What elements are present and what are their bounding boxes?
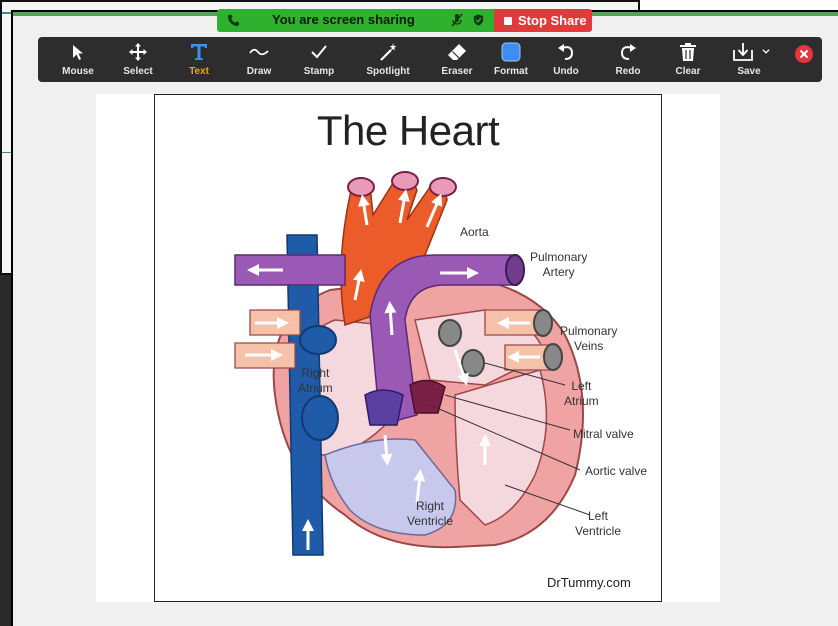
phone-icon: [227, 14, 240, 27]
tool-label: Mouse: [48, 66, 108, 77]
tool-label: Select: [108, 66, 168, 77]
move-arrows-icon: [128, 42, 148, 62]
mute-mic-icon[interactable]: [450, 13, 464, 27]
color-square-icon: [501, 42, 521, 62]
heart-diagram: The Heart: [154, 94, 662, 602]
label-pulmonary-artery: Pulmonary Artery: [530, 250, 587, 280]
tool-eraser[interactable]: Eraser: [427, 37, 487, 82]
undo-icon: [556, 42, 576, 62]
tool-label: Spotlight: [358, 66, 418, 77]
stop-square-icon: [504, 17, 512, 25]
tool-select[interactable]: Select: [108, 37, 168, 82]
label-mitral-valve: Mitral valve: [573, 427, 634, 442]
label-aortic-valve: Aortic valve: [585, 464, 647, 479]
tool-label: Save: [719, 66, 779, 77]
tool-save[interactable]: Save: [719, 37, 779, 82]
tool-clear[interactable]: Clear: [658, 37, 718, 82]
label-right-ventricle: Right Ventricle: [407, 499, 453, 529]
checkmark-icon: [309, 42, 329, 62]
tool-format[interactable]: Format: [481, 37, 541, 82]
tool-label: Clear: [658, 66, 718, 77]
tool-undo[interactable]: Undo: [536, 37, 596, 82]
squiggle-icon: [249, 42, 269, 62]
share-status-bar: You are screen sharing: [217, 9, 494, 32]
tool-label: Stamp: [289, 66, 349, 77]
redo-icon: [618, 42, 638, 62]
stop-share-button[interactable]: Stop Share: [494, 9, 592, 32]
cursor-arrow-icon: [68, 42, 88, 62]
tool-redo[interactable]: Redo: [598, 37, 658, 82]
share-status-text: You are screen sharing: [272, 12, 415, 27]
tool-stamp[interactable]: Stamp: [289, 37, 349, 82]
stop-share-label: Stop Share: [518, 13, 587, 28]
tool-text[interactable]: Text: [169, 37, 229, 82]
tool-spotlight[interactable]: Spotlight: [358, 37, 418, 82]
diagram-credit: DrTummy.com: [547, 575, 631, 590]
download-icon: [733, 42, 753, 62]
security-shield-icon[interactable]: [472, 13, 485, 27]
label-left-ventricle: Left Ventricle: [575, 509, 621, 539]
text-t-icon: [189, 42, 209, 62]
tool-label: Draw: [229, 66, 289, 77]
label-left-atrium: Left Atrium: [564, 379, 599, 409]
chevron-down-icon[interactable]: [761, 47, 770, 56]
tool-draw[interactable]: Draw: [229, 37, 289, 82]
label-aorta: Aorta: [460, 225, 489, 240]
tool-label: Eraser: [427, 66, 487, 77]
tool-label: Format: [481, 66, 541, 77]
tool-label: Text: [169, 66, 229, 77]
close-annotation-button[interactable]: [795, 45, 813, 63]
tool-label: Redo: [598, 66, 658, 77]
tool-mouse[interactable]: Mouse: [48, 37, 108, 82]
annotation-toolbar: Mouse Select Text Draw Stamp Spotlight E…: [38, 37, 822, 82]
tool-label: Undo: [536, 66, 596, 77]
magic-wand-icon: [378, 42, 398, 62]
label-pulmonary-veins: Pulmonary Veins: [560, 324, 617, 354]
eraser-icon: [447, 42, 467, 62]
trash-icon: [678, 42, 698, 62]
screen-share-banner: You are screen sharing Stop Share: [217, 9, 592, 32]
label-right-atrium: Right Atrium: [298, 366, 333, 396]
close-icon: [795, 45, 813, 63]
